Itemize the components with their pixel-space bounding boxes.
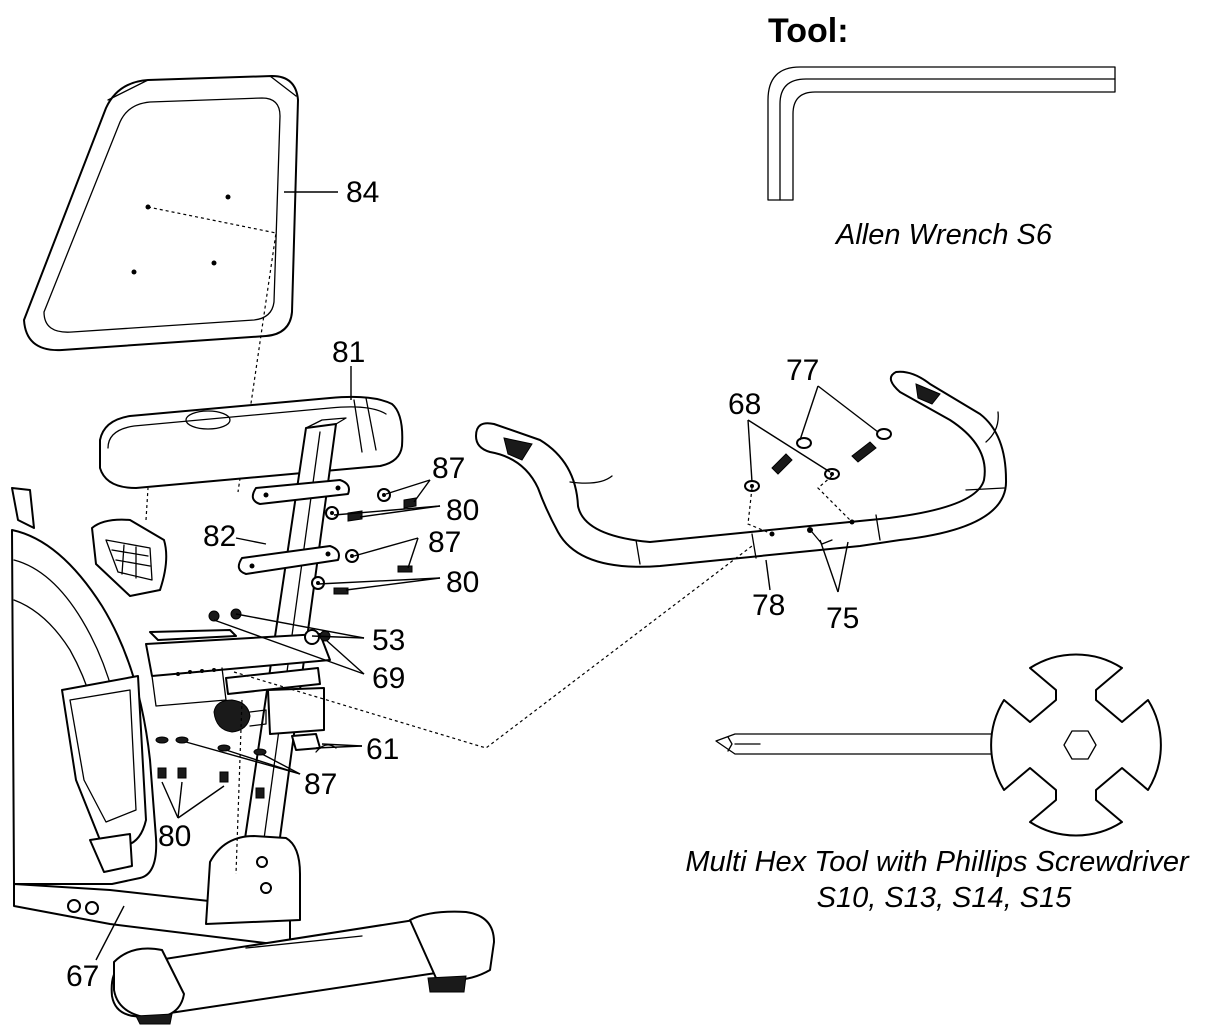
multi-hex-label-line2: S10, S13, S14, S15 <box>817 882 1073 914</box>
lower-fasteners <box>155 736 267 799</box>
multi-hex-tool-icon <box>715 653 1162 837</box>
part-label-84: 84 <box>346 176 379 209</box>
seat-bracket-lower <box>237 545 340 575</box>
backrest-guide-line <box>147 206 277 493</box>
pedal-part <box>91 518 168 597</box>
part-label-87-lower: 87 <box>304 768 337 801</box>
part-label-53: 53 <box>372 624 405 657</box>
part-label-75: 75 <box>826 602 859 635</box>
allen-wrench-icon <box>767 66 1116 201</box>
upper-fasteners <box>311 488 417 595</box>
base-frame <box>13 835 301 947</box>
seat-bracket-upper <box>251 479 350 505</box>
allen-wrench-label: Allen Wrench S6 <box>834 219 1053 251</box>
part-label-81: 81 <box>332 336 365 369</box>
post-guide <box>235 699 243 875</box>
multi-hex-label-line1: Multi Hex Tool with Phillips Screwdriver <box>685 846 1190 878</box>
part-label-68: 68 <box>728 388 761 421</box>
part-label-80-lower: 80 <box>158 820 191 853</box>
tool-title: Tool: <box>768 12 849 50</box>
part-label-87-upper: 87 <box>432 452 465 485</box>
handlebar-guide-right <box>817 475 853 523</box>
rear-stabilizer <box>110 910 495 1025</box>
part-label-67: 67 <box>66 960 99 993</box>
handlebar-guide-left <box>747 487 773 535</box>
part-label-69: 69 <box>372 662 405 695</box>
main-frame <box>11 487 158 885</box>
part-label-80-middle: 80 <box>446 566 479 599</box>
part-label-80-upper: 80 <box>446 494 479 527</box>
part-label-77: 77 <box>786 354 819 387</box>
seat-guide-left <box>145 487 149 521</box>
part-label-78: 78 <box>752 589 785 622</box>
seat-part <box>99 395 404 489</box>
backrest-part <box>23 75 299 352</box>
handlebar-part <box>475 370 1008 568</box>
part-label-87-middle: 87 <box>428 526 461 559</box>
part-label-82: 82 <box>203 520 236 553</box>
part-label-61: 61 <box>366 733 399 766</box>
leader-lines <box>95 191 879 961</box>
